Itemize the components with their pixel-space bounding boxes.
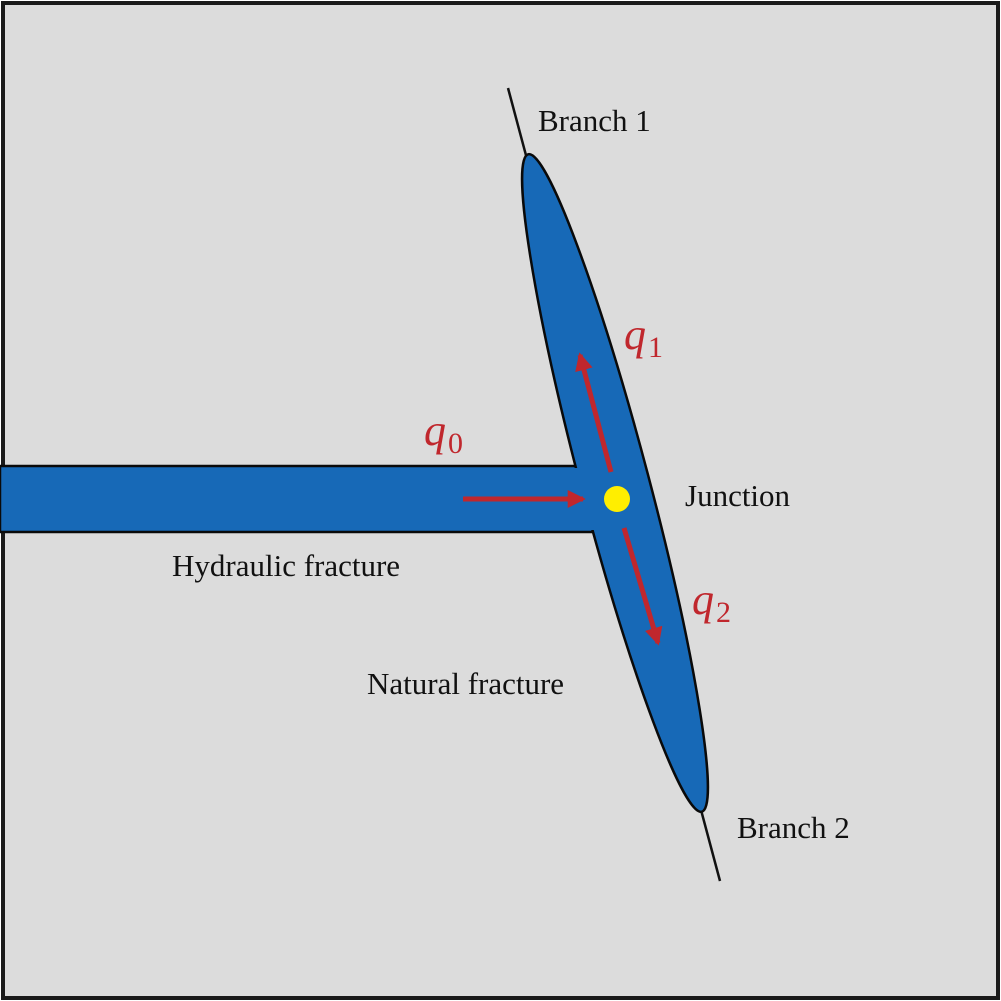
- label-q0: q0: [424, 406, 463, 460]
- label-q1: q1: [624, 310, 663, 364]
- label-junction: Junction: [685, 478, 791, 513]
- q1-symbol: q: [624, 310, 646, 359]
- label-natural-fracture: Natural fracture: [367, 666, 564, 701]
- label-branch-1: Branch 1: [538, 103, 651, 138]
- q0-symbol: q: [424, 406, 446, 455]
- arrow-q1: [575, 352, 614, 473]
- q2-symbol: q: [692, 575, 714, 624]
- q1-subscript: 1: [648, 331, 663, 364]
- label-q2: q2: [692, 575, 731, 629]
- arrow-q2: [621, 527, 663, 646]
- q0-subscript: 0: [448, 427, 463, 460]
- label-branch-2: Branch 2: [737, 810, 850, 845]
- label-hydraulic-fracture: Hydraulic fracture: [172, 548, 400, 583]
- junction-point: [604, 486, 630, 512]
- q2-subscript: 2: [716, 596, 731, 629]
